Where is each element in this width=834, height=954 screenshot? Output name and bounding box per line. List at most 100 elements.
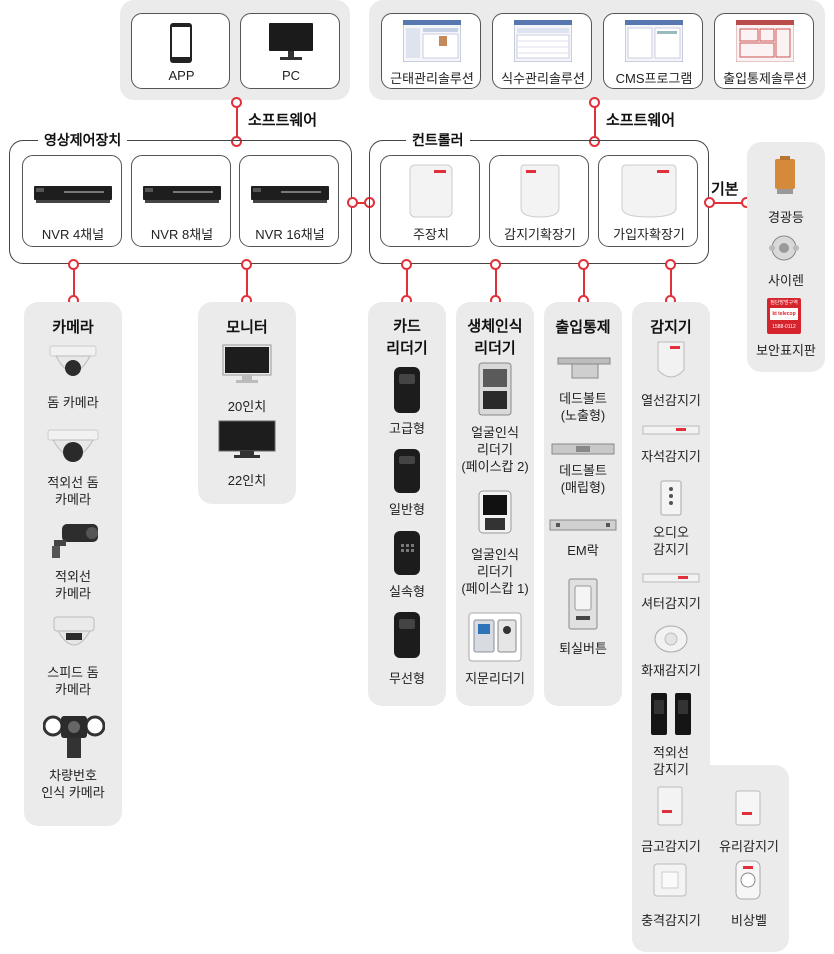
- card-reader-budget-icon: [394, 531, 420, 575]
- connector-line: [246, 269, 248, 296]
- ir-camera-icon: [52, 524, 98, 558]
- card-reader-item-2-label: 일반형: [389, 502, 425, 517]
- shutter-sensor-icon: [642, 573, 700, 583]
- card-reader-item-4-label: 무선형: [389, 671, 425, 686]
- nvr-4-box: NVR 4채널: [22, 155, 122, 247]
- nvr-8-box: NVR 8채널: [131, 155, 231, 247]
- security-sign: 첨단방범구역 kt telecop 1588-0112: [767, 298, 801, 334]
- camera-item-4-label: 스피드 돔 카메라: [47, 665, 99, 697]
- magnetic-sensor-icon: [642, 425, 700, 435]
- card-reader-item-3-label: 실속형: [389, 584, 425, 599]
- software-item-2-label: 식수관리솔루션: [501, 71, 585, 86]
- main-unit-box: 주장치: [380, 155, 480, 247]
- exit-button-icon: [568, 578, 598, 630]
- pc-box: PC: [240, 13, 340, 89]
- siren-icon: [769, 235, 799, 261]
- deadbolt-mortise-icon: [551, 443, 615, 455]
- fingerprint-reader-icon: [468, 612, 522, 662]
- monitor-item-2-label: 22인치: [227, 473, 267, 488]
- access-item-3-label: EM락: [567, 543, 599, 558]
- em-lock-icon: [549, 519, 617, 531]
- detector-expander-label: 감지기확장기: [504, 227, 576, 242]
- bio-reader-item-1-label: 얼굴인식 리더기 (페이스캅 2): [461, 425, 529, 474]
- bio-reader-item-2-label: 얼굴인식 리더기 (페이스캅 1): [461, 547, 529, 596]
- connector-dot: [589, 136, 600, 147]
- expander-device-icon: [520, 164, 560, 218]
- camera-title: 카메라: [52, 319, 94, 336]
- software-item-3-label: CMS프로그램: [615, 71, 693, 86]
- connector-line: [236, 107, 238, 137]
- security-sign-line-3: 1588-0112: [772, 324, 796, 330]
- nvr-icon: [251, 186, 329, 203]
- access-item-2-label: 데드볼트 (매립형): [559, 463, 607, 495]
- connector-line: [594, 107, 596, 137]
- controller-device-icon: [409, 164, 453, 218]
- card-reader-wireless-icon: [394, 612, 420, 658]
- nvr-4-label: NVR 4채널: [41, 227, 105, 242]
- nvr-icon: [143, 186, 221, 203]
- detector-item-2-label: 자석감지기: [641, 449, 701, 464]
- software-screenshot-icon: [514, 20, 572, 62]
- siren-label: 사이렌: [768, 273, 804, 288]
- software-screenshot-icon: [625, 20, 683, 62]
- audio-detector-icon: [660, 480, 682, 516]
- connector-line: [73, 269, 75, 296]
- deadbolt-surface-icon: [557, 357, 611, 379]
- basic-label: 기본: [711, 181, 739, 198]
- detector-item-7-label: 금고감지기: [641, 839, 701, 854]
- bio-reader-title: 생체인식 리더기: [467, 318, 523, 357]
- ir-beam-detector-icon: [651, 693, 691, 735]
- nvr-16-box: NVR 16채널: [239, 155, 339, 247]
- detector-item-4-label: 셔터감지기: [641, 596, 701, 611]
- expander-device-icon: [621, 164, 677, 218]
- monitor-panel: [198, 302, 296, 504]
- access-item-1-label: 데드볼트 (노출형): [559, 391, 607, 423]
- controller-title: 컨트롤러: [406, 130, 470, 150]
- video-control-title: 영상제어장치: [38, 130, 128, 150]
- connector-line: [583, 269, 585, 296]
- shock-detector-icon: [653, 863, 687, 897]
- connector-line: [495, 269, 497, 296]
- nvr-icon: [34, 186, 112, 203]
- monitor-item-1-label: 20인치: [227, 399, 267, 414]
- card-reader-title: 카드 리더기: [386, 318, 428, 357]
- software-right-label: 소프트웨어: [606, 112, 676, 129]
- security-sign-line-2: kt telecop: [770, 308, 798, 320]
- warning-light-icon: [775, 156, 795, 194]
- nvr-8-label: NVR 8채널: [150, 227, 214, 242]
- detector-title: 감지기: [650, 319, 692, 336]
- software-item-1-label: 근태관리솔루션: [390, 71, 474, 86]
- software-item-4-label: 출입통제솔루션: [723, 71, 807, 86]
- speed-dome-camera-icon: [53, 616, 95, 646]
- lpr-camera-icon: [43, 715, 105, 758]
- camera-item-5-label: 차량번호 인식 카메라: [41, 768, 105, 800]
- card-reader-item-1-label: 고급형: [389, 421, 425, 436]
- face-reader-2-icon: [478, 362, 512, 416]
- detector-item-6-label: 적외선 감지기: [653, 745, 689, 777]
- detector-item-10-label: 비상벨: [731, 913, 767, 928]
- monitor-title: 모니터: [226, 319, 268, 336]
- connector-line: [406, 269, 408, 296]
- warning-light-label: 경광등: [768, 210, 804, 225]
- detector-item-3-label: 오디오 감지기: [653, 525, 689, 557]
- face-reader-1-icon: [478, 490, 512, 534]
- detector-item-9-label: 충격감지기: [641, 913, 701, 928]
- subscriber-expander-box: 가입자확장기: [598, 155, 698, 247]
- detector-item-8-label: 유리감지기: [719, 839, 779, 854]
- subscriber-expander-label: 가입자확장기: [613, 227, 685, 242]
- connector-line: [714, 202, 742, 204]
- app-box: APP: [131, 13, 230, 89]
- security-sign-label: 보안표지판: [756, 343, 816, 358]
- pir-detector-icon: [657, 341, 685, 378]
- monitor-22-icon: [218, 420, 276, 458]
- dome-camera-icon: [49, 345, 97, 376]
- software-item-4: 출입통제솔루션: [714, 13, 814, 89]
- pc-label: PC: [281, 68, 301, 83]
- phone-icon: [170, 23, 192, 63]
- software-item-1: 근태관리솔루션: [381, 13, 481, 89]
- ir-dome-camera-icon: [47, 429, 99, 462]
- software-left-label: 소프트웨어: [248, 112, 318, 129]
- software-item-3: CMS프로그램: [603, 13, 703, 89]
- access-item-4-label: 퇴실버튼: [559, 641, 607, 656]
- security-sign-line-1: 첨단방범구역: [770, 300, 798, 306]
